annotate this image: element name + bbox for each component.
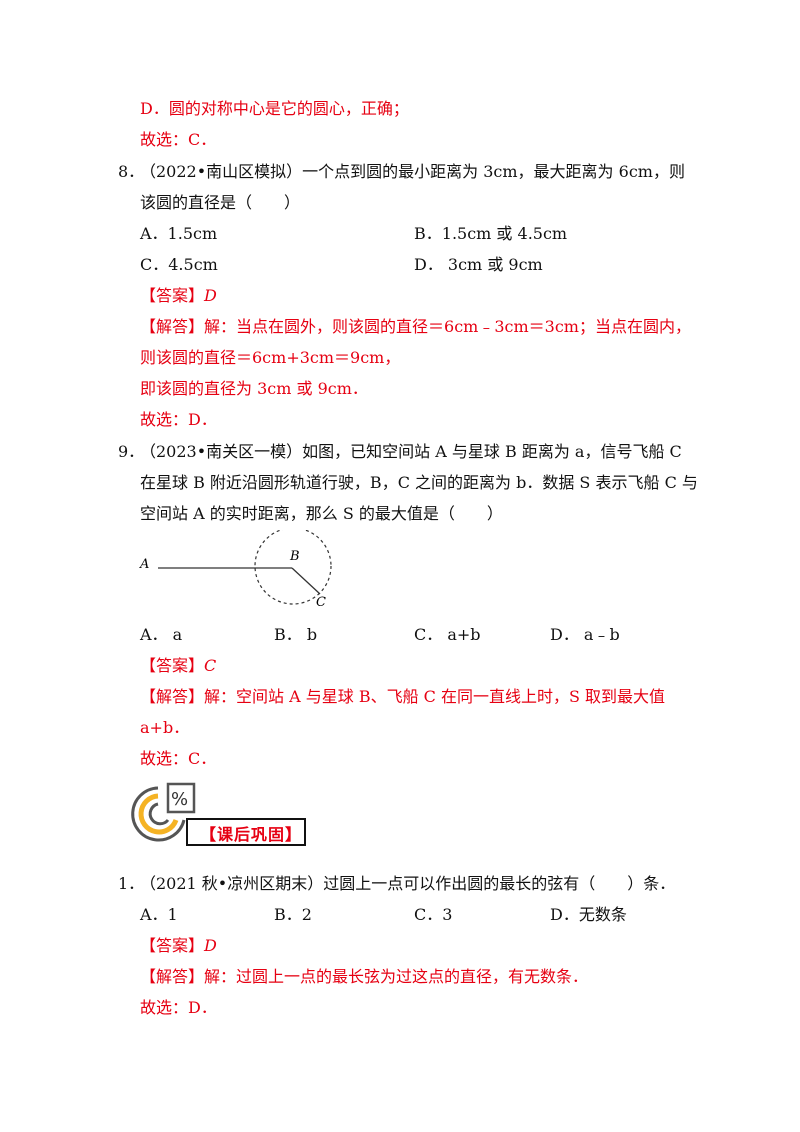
q8-number: 8． <box>118 162 145 181</box>
q9-solution-tag: 【解答】 <box>140 687 205 706</box>
q9-number: 9． <box>118 442 145 461</box>
section-header: % 【课后巩固】 <box>126 780 316 846</box>
percent-pie-icon: % <box>131 782 196 842</box>
q8-solution-line2: 则该圆的直径＝6cm+3cm＝9cm， <box>140 348 401 367</box>
q9-option-d: D． a﹣b <box>550 625 620 644</box>
q8-stem-line1: （2022•南山区模拟）一个点到圆的最小距离为 3cm，最大距离为 6cm，则 <box>140 162 685 181</box>
label-b: B <box>289 549 300 564</box>
section-title: 【课后巩固】 <box>200 825 303 844</box>
q9-solution-text1: 解：空间站 A 与星球 B、飞船 C 在同一直线上时，S 取到最大值 <box>204 687 666 706</box>
label-a: A <box>139 557 149 572</box>
h1-option-d: D．无数条 <box>550 905 627 924</box>
h1-option-c: C．3 <box>414 905 453 924</box>
h1-solution-line2: 故选：D． <box>140 998 217 1017</box>
q9-stem-line3: 空间站 A 的实时距离，那么 S 的最大值是（ ） <box>140 504 503 523</box>
h1-solution-line1: 【解答】解：过圆上一点的最长弦为过这点的直径，有无数条． <box>140 966 588 988</box>
q8-stem-line2: 该圆的直径是（ ） <box>140 193 301 212</box>
q9-answer-value: C <box>204 656 217 675</box>
q9-option-a: A． a <box>140 625 183 644</box>
q8-solution-text1: 解：当点在圆外，则该圆的直径＝6cm﹣3cm＝3cm；当点在圆内， <box>204 317 691 336</box>
q8-option-a: A．1.5cm <box>140 224 218 243</box>
q9-stem-line1: （2023•南关区一模）如图，已知空间站 A 与星球 B 距离为 a，信号飞船 … <box>140 442 682 461</box>
svg-text:%: % <box>171 789 188 810</box>
h1-answer-value: D <box>204 936 217 955</box>
q8-solution-line1: 【解答】解：当点在圆外，则该圆的直径＝6cm﹣3cm＝3cm；当点在圆内， <box>140 316 691 338</box>
q8-option-d: D． 3cm 或 9cm <box>414 255 543 274</box>
q8-answer: 【答案】D <box>140 285 217 307</box>
h1-answer: 【答案】D <box>140 935 217 957</box>
q9-answer-tag: 【答案】 <box>140 656 205 675</box>
segment-bc <box>291 567 321 595</box>
q9-stem-line2: 在星球 B 附近沿圆形轨道行驶，B，C 之间的距离为 b．数据 S 表示飞船 C… <box>140 473 698 492</box>
orbit-circle <box>254 530 332 605</box>
q9-diagram: A B C <box>139 530 332 610</box>
h1-solution-tag: 【解答】 <box>140 967 205 986</box>
q8-solution-tag: 【解答】 <box>140 317 205 336</box>
section-banner: 【课后巩固】 <box>186 818 306 846</box>
prev-option-d: D．圆的对称中心是它的圆心，正确； <box>140 99 409 118</box>
h1-solution-text1: 解：过圆上一点的最长弦为过这点的直径，有无数条． <box>204 967 589 986</box>
q8-solution-line3: 即该圆的直径为 3cm 或 9cm． <box>140 379 368 398</box>
h1-option-b: B．2 <box>274 905 312 924</box>
q8-answer-value: D <box>204 286 217 305</box>
q8-solution-line4: 故选：D． <box>140 410 217 429</box>
h1-stem: （2021 秋•凉州区期末）过圆上一点可以作出圆的最长的弦有（ ）条． <box>140 874 676 893</box>
q9-option-c: C． a+b <box>414 625 481 644</box>
q9-solution-line1: 【解答】解：空间站 A 与星球 B、飞船 C 在同一直线上时，S 取到最大值 <box>140 686 665 708</box>
q8-answer-tag: 【答案】 <box>140 286 205 305</box>
q9-solution-line3: 故选：C． <box>140 749 217 768</box>
q9-solution-line2: a+b． <box>140 718 190 737</box>
h1-number: 1． <box>118 874 145 893</box>
q9-answer: 【答案】C <box>140 655 216 677</box>
label-c: C <box>316 595 326 610</box>
h1-answer-tag: 【答案】 <box>140 936 205 955</box>
h1-option-a: A．1 <box>140 905 178 924</box>
q8-option-b: B．1.5cm 或 4.5cm <box>414 224 568 243</box>
q9-option-b: B． b <box>274 625 318 644</box>
q8-option-c: C．4.5cm <box>140 255 218 274</box>
prev-choice: 故选：C． <box>140 130 217 149</box>
